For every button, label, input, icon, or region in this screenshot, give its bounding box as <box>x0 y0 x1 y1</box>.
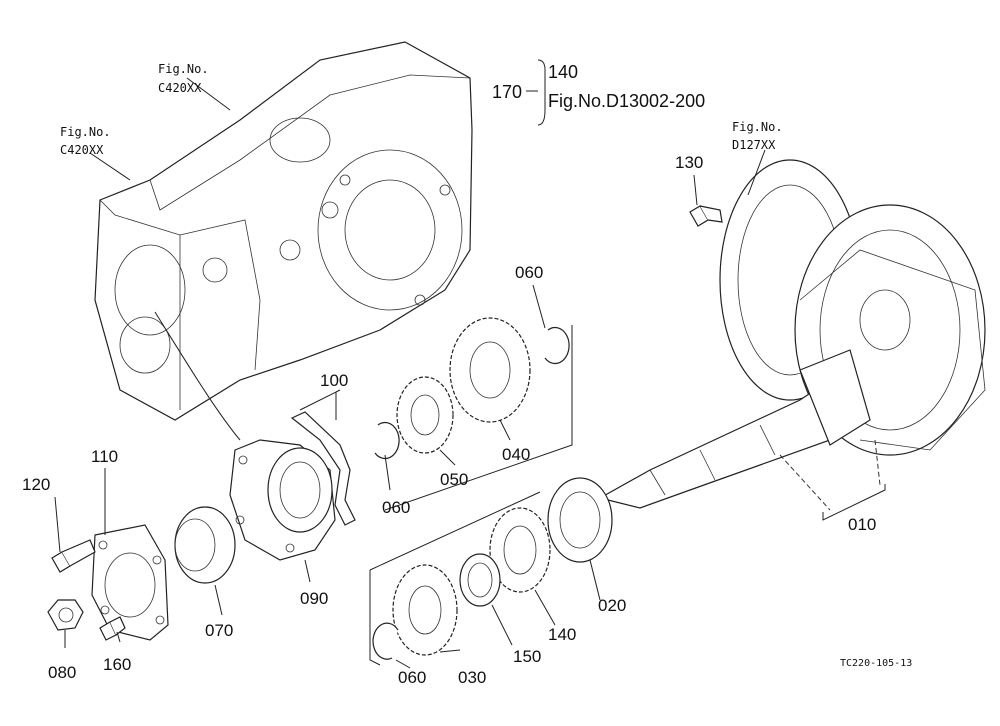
assembly-arrow <box>154 311 241 441</box>
part-label-060-middle: 060 <box>382 498 410 517</box>
part-label-080: 080 <box>48 663 76 682</box>
bolt-160 <box>99 616 126 641</box>
cover-plate-110 <box>91 468 169 641</box>
gear-040 <box>449 317 531 423</box>
fig-no-label-left: Fig.No. <box>60 125 111 139</box>
part-label-050: 050 <box>440 470 468 489</box>
part-label-070: 070 <box>205 621 233 640</box>
bolt-130 <box>689 205 723 227</box>
gear-group-bracket-lower <box>369 570 381 666</box>
pinion-shaft <box>598 349 886 521</box>
gear-050 <box>396 376 454 454</box>
part-label-140: 140 <box>548 625 576 644</box>
housing-ref-upper: C420XX <box>158 81 202 95</box>
gear-flange-ref: D127XX <box>732 138 776 152</box>
bearing-070 <box>174 506 236 584</box>
snap-ring-060-lower <box>372 622 399 660</box>
gear-group-bracket-upper <box>384 325 573 511</box>
part-label-100: 100 <box>320 371 348 390</box>
fig-no-label-right: Fig.No. <box>732 120 783 134</box>
bearing-020 <box>547 477 613 563</box>
transmission-housing <box>94 41 473 421</box>
part-label-130: 130 <box>675 153 703 172</box>
diagram-code: TC220-105-13 <box>840 658 912 669</box>
part-label-020: 020 <box>598 596 626 615</box>
group-bracket-170 <box>526 59 546 126</box>
part-label-010: 010 <box>848 515 876 534</box>
group-number: 170 <box>492 82 522 102</box>
housing-ref-left: C420XX <box>60 143 104 157</box>
part-label-160: 160 <box>103 655 131 674</box>
snap-ring-060-upper <box>544 326 570 365</box>
bearing-housing-090 <box>229 439 336 561</box>
fig-no-label-upper: Fig.No. <box>158 62 209 76</box>
collar-150 <box>459 553 501 607</box>
gear-030 <box>392 564 458 656</box>
nut-080 <box>47 599 84 631</box>
part-label-150: 150 <box>513 647 541 666</box>
leader-lines <box>54 77 766 669</box>
snap-ring-060-middle <box>374 421 400 460</box>
part-label-060-upper: 060 <box>515 263 543 282</box>
group-fig-ref: Fig.No.D13002-200 <box>548 91 705 111</box>
part-label-040: 040 <box>502 445 530 464</box>
part-label-120: 120 <box>22 475 50 494</box>
part-label-090: 090 <box>300 589 328 608</box>
part-label-060-lower: 060 <box>398 668 426 687</box>
group-item: 140 <box>548 62 578 82</box>
lock-plate-100 <box>290 411 356 526</box>
part-label-030: 030 <box>458 668 486 687</box>
bolt-120 <box>51 539 96 573</box>
gear-140 <box>489 507 551 593</box>
part-label-110: 110 <box>91 447 118 466</box>
